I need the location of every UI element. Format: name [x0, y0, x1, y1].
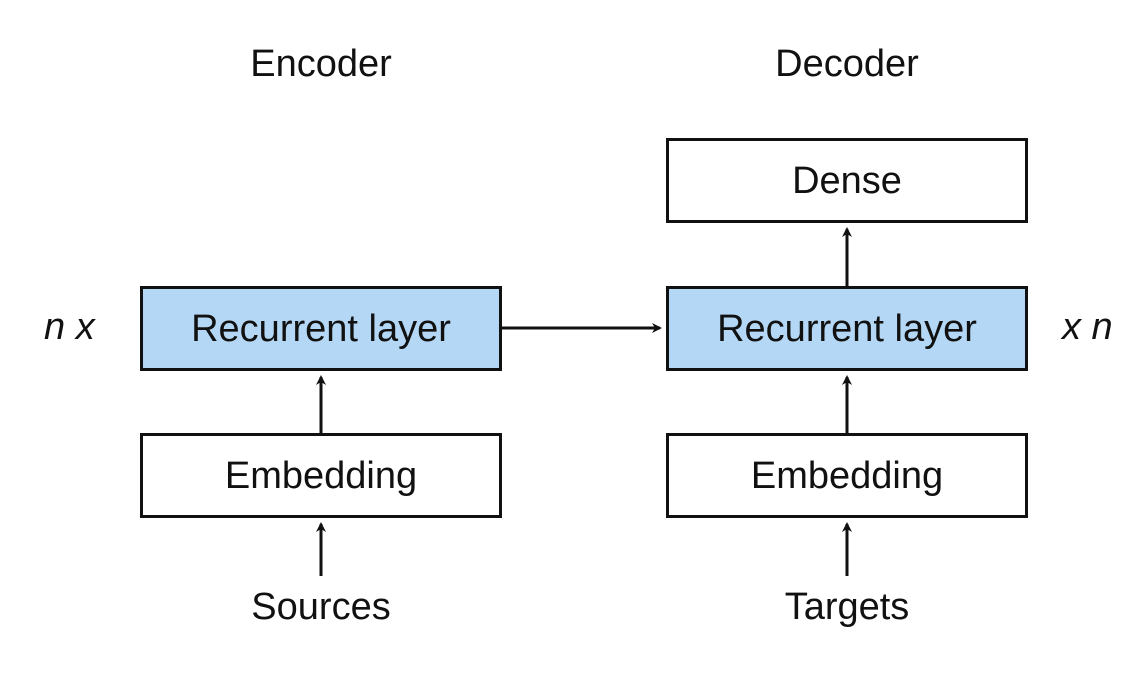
encoder-repeat-label: n x	[44, 306, 95, 348]
encoder-embedding-label: Embedding	[224, 454, 418, 497]
encoder-recurrent-layer-box: Recurrent layer	[140, 286, 502, 371]
decoder-embedding-label: Embedding	[750, 454, 944, 497]
encoder-recurrent-layer-label: Recurrent layer	[191, 307, 451, 350]
encoder-embedding-box: Embedding	[140, 433, 502, 518]
decoder-title: Decoder	[775, 43, 919, 85]
decoder-recurrent-layer-label: Recurrent layer	[717, 307, 977, 350]
encoder-title: Encoder	[250, 43, 392, 85]
decoder-repeat-label: x n	[1062, 306, 1113, 348]
targets-label: Targets	[784, 586, 910, 628]
decoder-recurrent-layer-box: Recurrent layer	[666, 286, 1028, 371]
decoder-dense-label: Dense	[792, 159, 902, 202]
decoder-dense-box: Dense	[666, 138, 1028, 223]
decoder-embedding-box: Embedding	[666, 433, 1028, 518]
sources-label: Sources	[251, 586, 391, 628]
